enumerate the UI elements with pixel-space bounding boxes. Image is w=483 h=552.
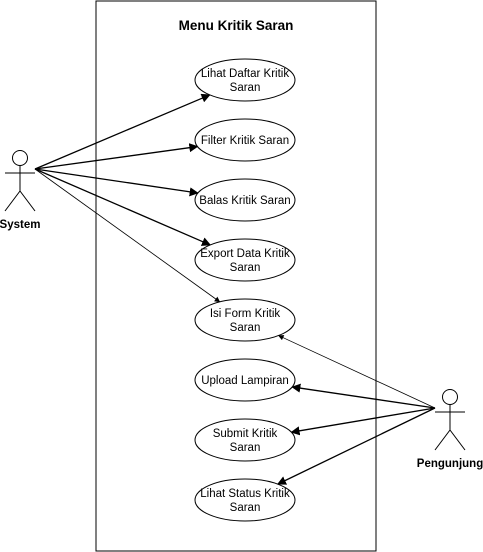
use-case-label: Filter Kritik Saran xyxy=(201,135,289,147)
use-case-label: Saran xyxy=(230,322,261,334)
actor-head xyxy=(442,389,458,405)
use-case-uc6: Upload Lampiran xyxy=(194,358,296,402)
association-line xyxy=(34,93,211,170)
use-case-ellipse xyxy=(194,58,296,102)
association-line xyxy=(34,168,212,246)
use-case-label: Export Data Kritik xyxy=(200,248,290,260)
system-boundary-title: Menu Kritik Saran xyxy=(179,18,294,33)
association-line xyxy=(34,143,199,170)
association-line xyxy=(34,168,221,303)
use-case-label: Lihat Status Kritik xyxy=(200,488,290,500)
actor-left-leg xyxy=(4,190,21,212)
use-case-ellipse xyxy=(194,238,296,282)
use-case-label: Upload Lampiran xyxy=(201,375,289,387)
use-case-label: Saran xyxy=(230,442,261,454)
actor-label: Pengunjung xyxy=(417,458,483,470)
association-line xyxy=(276,407,436,485)
use-case-uc3: Balas Kritik Saran xyxy=(194,178,296,222)
actor-system: System xyxy=(0,150,40,231)
association-line xyxy=(278,335,436,409)
use-case-ellipse xyxy=(194,478,296,522)
association-line xyxy=(291,383,436,409)
actor-label: System xyxy=(0,219,40,231)
association-line xyxy=(34,168,199,197)
use-case-label: Isi Form Kritik xyxy=(210,308,281,320)
use-case-label: Submit Kritik xyxy=(213,428,278,440)
use-case-ellipse xyxy=(194,418,296,462)
use-case-label: Saran xyxy=(230,502,261,514)
actor-left-leg xyxy=(434,429,451,451)
association-line xyxy=(290,407,436,436)
actor-right-leg xyxy=(449,429,466,451)
use-case-ellipse xyxy=(194,178,296,222)
use-case-label: Saran xyxy=(230,82,261,94)
use-case-uc2: Filter Kritik Saran xyxy=(194,118,296,162)
actor-pengunjung: Pengunjung xyxy=(417,389,483,470)
use-case-ellipse xyxy=(194,118,296,162)
use-case-label: Balas Kritik Saran xyxy=(199,195,290,207)
actor-head xyxy=(12,150,28,166)
actor-right-leg xyxy=(19,190,36,212)
use-case-ellipse xyxy=(194,358,296,402)
use-case-label: Lihat Daftar Kritik xyxy=(201,68,289,80)
use-case-ellipse xyxy=(194,298,296,342)
use-case-label: Saran xyxy=(230,262,261,274)
association-lines xyxy=(34,93,436,485)
